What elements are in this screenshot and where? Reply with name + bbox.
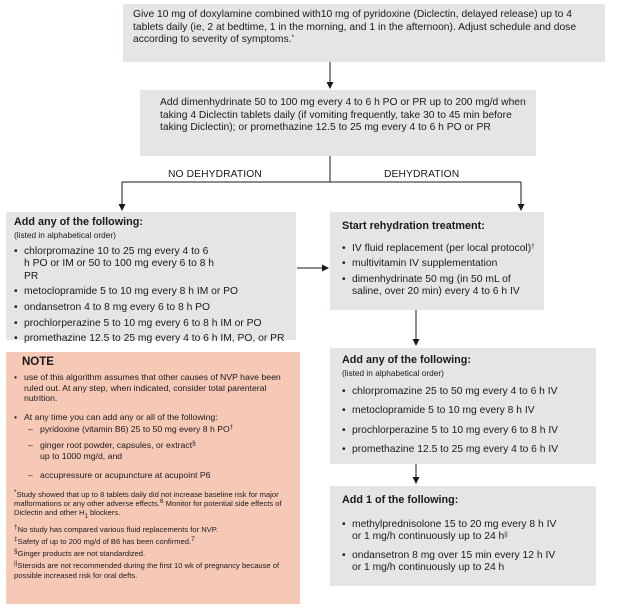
note-dash-item: accupressure or acupuncture at acupoint …: [28, 470, 292, 481]
medication-item: ondansetron 4 to 8 mg every 6 to 8 h PO: [14, 302, 288, 315]
box-heading: Add any of the following:: [14, 216, 143, 228]
step-box-rehydration: Start rehydration treatment: IV fluid re…: [330, 212, 544, 310]
medication-item: promethazine 12.5 to 25 mg every 4 to 6 …: [14, 333, 288, 346]
treatment-item: multivitamin IV supplementation: [342, 258, 536, 271]
treatment-item: dimenhydrinate 50 mg (in 50 mL of saline…: [342, 274, 536, 299]
footnote: *Study showed that up to 8 tablets daily…: [14, 488, 282, 520]
step-box-add-dimenhydrinate: Add dimenhydrinate 50 to 100 mg every 4 …: [140, 90, 536, 156]
footnote: ‡Safety of up to 200 mg/d of B6 has been…: [14, 536, 195, 547]
note-dash-item: pyridoxine (vitamin B6) 25 to 50 mg ever…: [28, 424, 292, 435]
footnote: †No study has compared various fluid rep…: [14, 523, 218, 534]
medication-item: methylprednisolone 15 to 20 mg every 8 h…: [342, 519, 557, 544]
note-box: NOTE use of this algorithm assumes that …: [6, 352, 300, 604]
footnotes: *Study showed that up to 8 tablets daily…: [14, 488, 292, 580]
medication-item: chlorpromazine 10 to 25 mg every 4 to 6 …: [14, 246, 214, 284]
treatment-item: IV fluid replacement (per local protocol…: [342, 243, 536, 256]
note-dash-item: ginger root powder, capsules, or extract…: [28, 440, 292, 461]
box-heading: Add any of the following:: [342, 354, 471, 366]
footnote: ||Steroids are not recommended during th…: [14, 560, 280, 580]
step-box-add-one: Add 1 of the following: methylprednisolo…: [330, 486, 596, 586]
medication-item: metoclopramide 5 to 10 mg every 8 h IM o…: [14, 286, 288, 299]
box-subheading: (listed in alphabetical order): [342, 367, 444, 378]
medication-item: chlorpromazine 25 to 50 mg every 4 to 6 …: [342, 386, 588, 399]
medication-item: ondansetron 8 mg over 15 min every 12 h …: [342, 550, 567, 575]
note-title: NOTE: [22, 356, 54, 368]
branch-label-no-dehydration: NO DEHYDRATION: [168, 169, 262, 180]
step-box-initial: Give 10 mg of doxylamine combined with10…: [123, 4, 605, 62]
box-heading: Start rehydration treatment:: [342, 220, 485, 232]
medication-item: metoclopramide 5 to 10 mg every 8 h IV: [342, 405, 588, 418]
medication-item: prochlorperazine 5 to 10 mg every 6 to 8…: [14, 318, 288, 331]
box-heading: Add 1 of the following:: [342, 494, 459, 506]
step-box-iv-options: Add any of the following: (listed in alp…: [330, 348, 596, 464]
note-bullet: At any time you can add any or all of th…: [14, 412, 292, 423]
footnote: §Ginger products are not standardized.: [14, 548, 146, 559]
note-bullet: use of this algorithm assumes that other…: [14, 372, 292, 404]
medication-item: prochlorperazine 5 to 10 mg every 6 to 8…: [342, 425, 588, 438]
step-text: Give 10 mg of doxylamine combined with10…: [133, 9, 577, 46]
box-subheading: (listed in alphabetical order): [14, 229, 116, 240]
step-box-no-dehydration-options: Add any of the following: (listed in alp…: [6, 212, 296, 345]
medication-item: promethazine 12.5 to 25 mg every 4 to 6 …: [342, 444, 588, 457]
branch-label-dehydration: DEHYDRATION: [384, 169, 460, 180]
step-text: Add dimenhydrinate 50 to 100 mg every 4 …: [160, 97, 526, 134]
